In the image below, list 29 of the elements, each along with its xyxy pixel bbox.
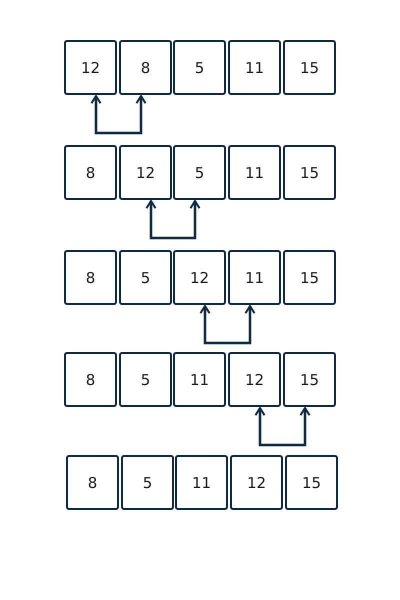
double-headed-arrow [254,407,310,446]
array-cell: 12 [119,145,172,200]
double-headed-arrow [90,95,146,134]
array-cell: 15 [283,352,336,407]
array-cell: 5 [121,455,174,510]
array-cell: 8 [66,455,119,510]
array-cell: 15 [283,250,336,305]
array-cell: 11 [228,145,281,200]
array-cell: 11 [175,455,228,510]
array-cell: 8 [119,40,172,95]
array-cell: 5 [173,145,226,200]
array-cell: 12 [230,455,283,510]
array-cell: 15 [283,145,336,200]
array-cell: 11 [228,40,281,95]
array-cell: 12 [173,250,226,305]
array-cell: 8 [64,145,117,200]
array-cell: 5 [119,352,172,407]
array-cell: 11 [173,352,226,407]
array-cell: 5 [173,40,226,95]
double-headed-arrow [200,305,256,344]
double-headed-arrow [146,200,200,240]
array-cell: 12 [228,352,281,407]
array-cell: 12 [64,40,117,95]
array-cell: 8 [64,352,117,407]
array-cell: 15 [283,40,336,95]
array-cell: 15 [285,455,338,510]
array-cell: 8 [64,250,117,305]
array-cell: 11 [228,250,281,305]
array-cell: 5 [119,250,172,305]
